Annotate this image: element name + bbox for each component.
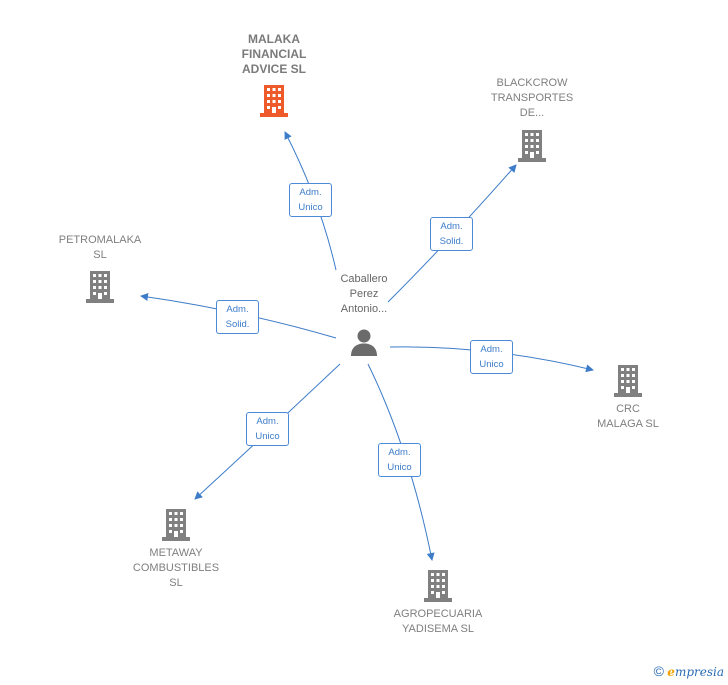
building-icon (86, 271, 114, 303)
building-icon (518, 130, 546, 162)
relation-badge[interactable]: Adm. Unico (246, 412, 289, 446)
relation-label: Adm. Solid. (439, 221, 464, 247)
empresia-watermark: © empresia (654, 663, 724, 679)
building-icon (162, 509, 190, 541)
company-label: BLACKCROW TRANSPORTES DE... (490, 77, 574, 119)
company-petromalaka[interactable]: PETROMALAKA SL (48, 233, 152, 304)
relation-badge[interactable]: Adm. Solid. (430, 217, 473, 251)
person-label: Caballero Perez Antonio... (340, 273, 388, 315)
relation-label: Adm. Unico (298, 187, 323, 213)
company-agropecuaria[interactable]: AGROPECUARIA YADISEMA SL (382, 567, 494, 637)
building-icon (260, 85, 288, 117)
company-crc[interactable]: CRC MALAGA SL (576, 362, 680, 432)
company-label: AGROPECUARIA YADISEMA SL (393, 608, 483, 635)
relation-badge[interactable]: Adm. Unico (378, 443, 421, 477)
person-node[interactable]: Caballero Perez Antonio... (336, 272, 392, 357)
building-icon (424, 570, 452, 602)
relation-badge[interactable]: Adm. Unico (289, 183, 332, 217)
person-icon (351, 329, 377, 356)
company-label: CRC MALAGA SL (597, 403, 659, 430)
company-label: PETROMALAKA SL (58, 234, 142, 261)
brand-name: mpresia (674, 665, 724, 679)
relation-badge[interactable]: Adm. Unico (470, 340, 513, 374)
company-blackcrow[interactable]: BLACKCROW TRANSPORTES DE... (478, 76, 586, 163)
company-malaka[interactable]: MALAKA FINANCIAL ADVICE SL (222, 32, 326, 118)
relation-badge[interactable]: Adm. Solid. (216, 300, 259, 334)
company-label: MALAKA FINANCIAL ADVICE SL (241, 32, 307, 76)
relation-label: Adm. Solid. (225, 304, 250, 330)
company-metaway[interactable]: METAWAY COMBUSTIBLES SL (120, 506, 232, 591)
brand-e: e (667, 665, 675, 679)
relation-label: Adm. Unico (479, 344, 504, 370)
relation-label: Adm. Unico (387, 447, 412, 473)
building-icon (614, 365, 642, 397)
copyright-symbol: © (653, 663, 664, 679)
relation-label: Adm. Unico (255, 416, 280, 442)
company-label: METAWAY COMBUSTIBLES SL (132, 547, 220, 589)
